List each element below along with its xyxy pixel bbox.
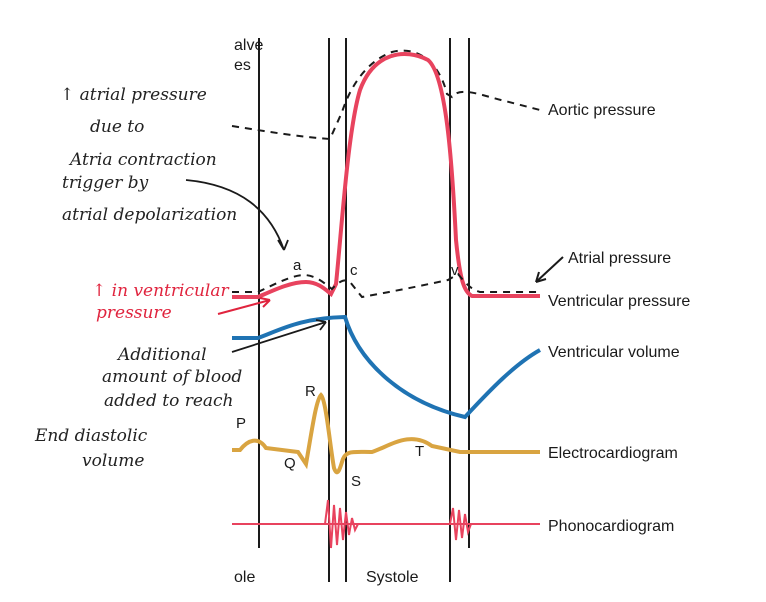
ecg-curve <box>232 392 540 475</box>
svg-text:Atria contraction: Atria contraction <box>68 150 217 170</box>
note-arrow-1 <box>185 179 289 251</box>
wave-Q: Q <box>284 455 296 472</box>
svg-text:trigger by: trigger by <box>62 173 149 193</box>
svg-text:amount of blood: amount of blood <box>102 367 242 387</box>
handwritten-note-edv: End diastolic volume <box>34 426 148 471</box>
header-text-1: alve <box>234 37 263 54</box>
atrial-pressure-curve <box>232 272 540 299</box>
label-ventricular-volume: Ventricular volume <box>548 344 680 361</box>
ventricular-pressure-curve <box>232 52 540 299</box>
wave-R: R <box>305 383 316 400</box>
ventricular-volume-curve <box>232 314 541 420</box>
svg-text:pressure: pressure <box>96 303 172 323</box>
label-phonocardiogram: Phonocardiogram <box>548 518 674 535</box>
svg-text:atrial depolarization: atrial depolarization <box>62 205 237 225</box>
svg-text:↑ in ventricular: ↑ in ventricular <box>92 281 229 301</box>
header-text-2: es <box>234 57 251 74</box>
note-arrow-3 <box>231 319 327 353</box>
phonocardiogram-trace <box>232 499 540 549</box>
wave-v: v <box>451 262 459 279</box>
label-electrocardiogram: Electrocardiogram <box>548 445 678 462</box>
svg-text:added to reach: added to reach <box>104 391 234 411</box>
timing-lines <box>258 38 470 582</box>
phase-label-left: ole <box>234 569 255 586</box>
svg-text:Additional: Additional <box>116 345 207 365</box>
svg-text:volume: volume <box>82 451 144 471</box>
label-ventricular-pressure: Ventricular pressure <box>548 293 690 310</box>
wave-c: c <box>350 262 358 279</box>
wave-T: T <box>415 443 424 460</box>
svg-text:End diastolic: End diastolic <box>34 426 148 446</box>
handwritten-note-additional: Additional amount of blood added to reac… <box>102 345 242 411</box>
wave-S: S <box>351 473 361 490</box>
svg-text:due to: due to <box>90 117 144 137</box>
red-arrow <box>217 297 271 315</box>
wave-P: P <box>236 415 246 432</box>
svg-text:↑ atrial pressure: ↑ atrial pressure <box>60 85 207 105</box>
atrial-pointer-arrow <box>535 256 564 283</box>
phase-label-systole: Systole <box>366 569 419 586</box>
wave-a: a <box>293 257 302 274</box>
handwritten-note-red: ↑ in ventricular pressure <box>92 281 229 323</box>
label-aortic-pressure: Aortic pressure <box>548 102 656 119</box>
label-atrial-pressure: Atrial pressure <box>568 250 671 267</box>
aortic-pressure-curve <box>231 49 541 141</box>
handwritten-note-atrial: ↑ atrial pressure due to Atria contracti… <box>60 85 237 225</box>
